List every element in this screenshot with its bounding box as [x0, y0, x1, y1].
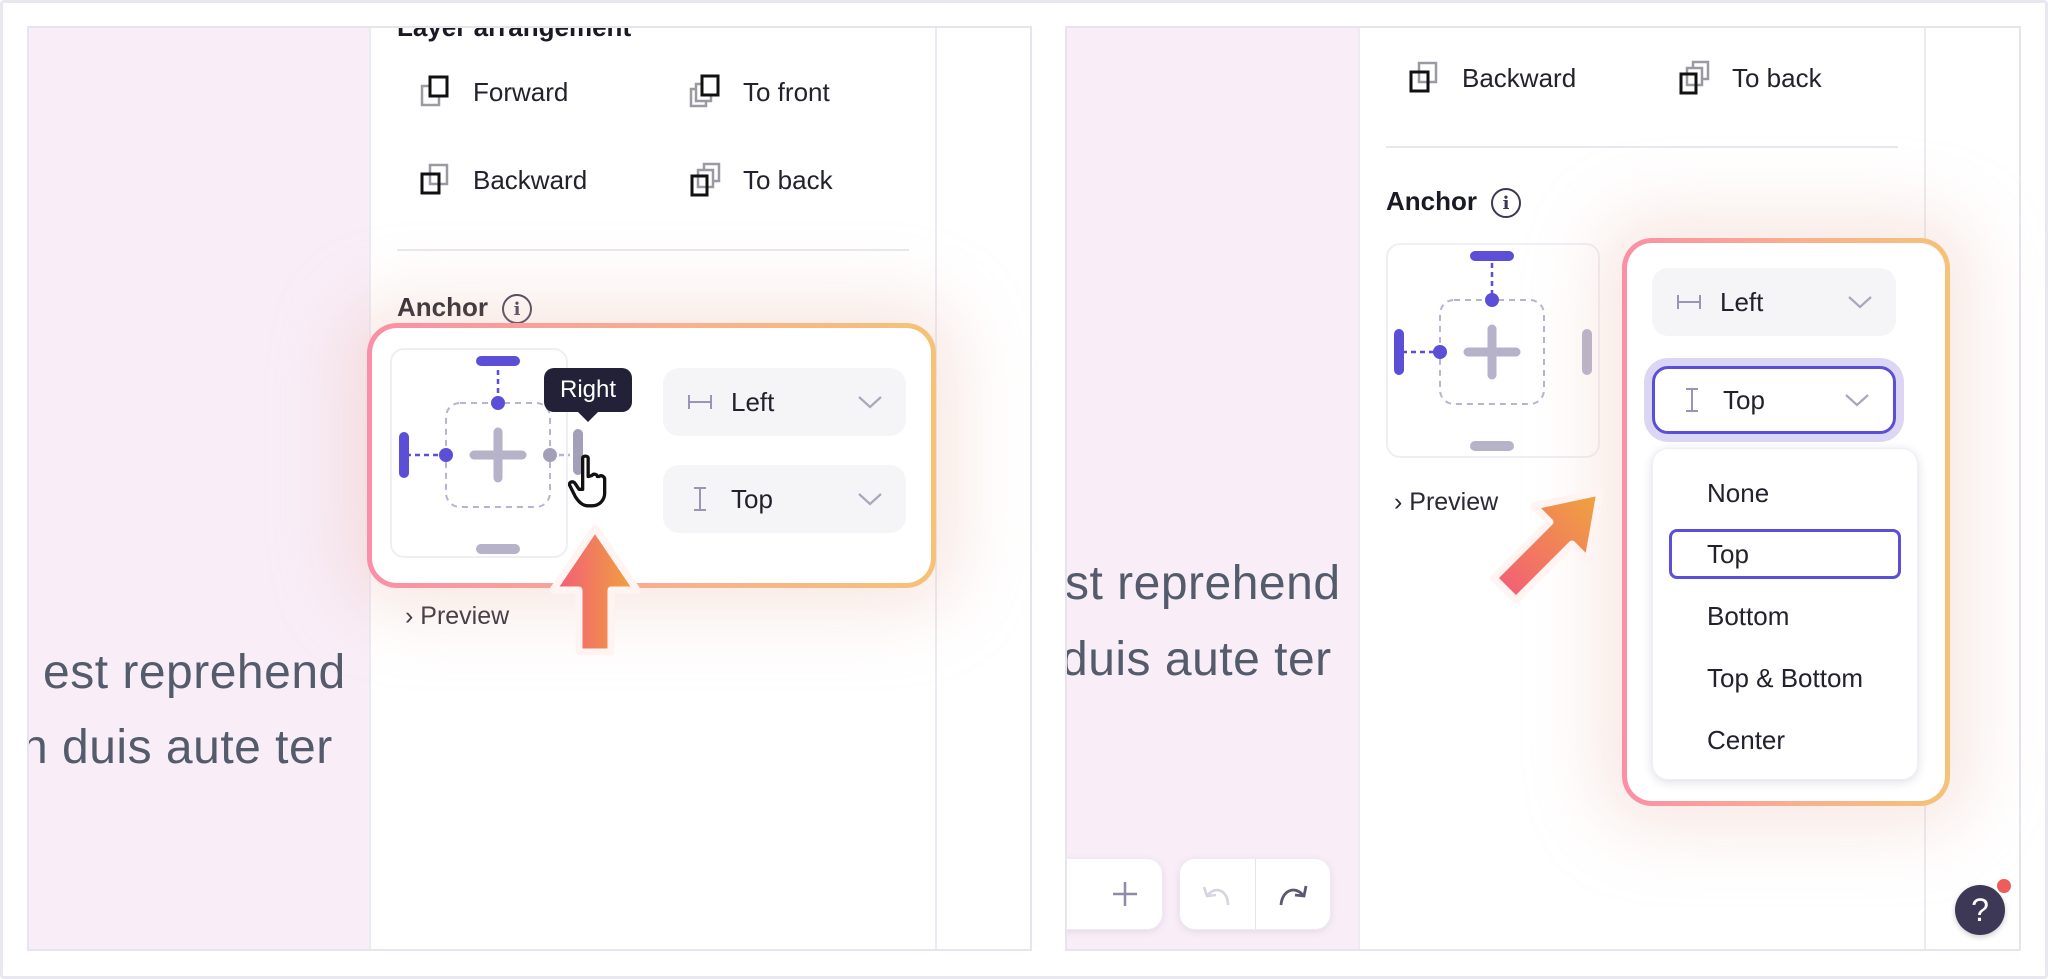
canvas-text-line: st reprehend [1067, 557, 1341, 610]
chevron-right-icon: › [405, 602, 421, 630]
canvas-text-line: n duis aute ter [29, 721, 333, 774]
anchor-handle-left[interactable] [399, 432, 409, 478]
anchor-diagram [1402, 263, 1545, 405]
horizontal-anchor-select[interactable]: Left [1652, 268, 1896, 336]
dropdown-option-bottom[interactable]: Bottom [1707, 600, 1790, 631]
hand-cursor-icon [568, 454, 607, 508]
tooltip: Right [544, 368, 633, 422]
anchor-handle-right[interactable] [1582, 329, 1592, 375]
highlight-callout: Right Left Top [367, 323, 936, 588]
to-back-label: To back [743, 164, 833, 195]
zoom-value[interactable]: 5 [1067, 859, 1087, 929]
forward-label: Forward [473, 76, 569, 107]
anchor-handle-right[interactable] [573, 429, 583, 475]
zoom-toolbar: 5 [1067, 858, 1163, 930]
anchor-title-text: Anchor [397, 292, 488, 322]
dropdown-option-none[interactable]: None [1707, 477, 1770, 508]
horizontal-anchor-value: Left [1720, 286, 1764, 317]
vertical-anchor-select[interactable]: Top [1652, 366, 1896, 434]
add-button[interactable] [1087, 859, 1162, 929]
to-front-label: To front [743, 76, 830, 107]
dropdown-option-center[interactable]: Center [1707, 724, 1786, 755]
redo-icon [1279, 885, 1308, 906]
send-backward-icon [1409, 61, 1438, 93]
horizontal-anchor-select[interactable]: Left [663, 368, 906, 436]
help-icon: ? [1971, 891, 1989, 928]
backward-button[interactable]: Backward [1408, 60, 1576, 96]
backward-label: Backward [473, 164, 588, 195]
send-to-back-icon [690, 162, 721, 197]
canvas-text-line: duis aute ter [1067, 633, 1332, 686]
anchor-handle-bottom[interactable] [1470, 441, 1514, 451]
chevron-down-icon [858, 396, 882, 409]
dropdown-option-top[interactable]: Top [1669, 529, 1901, 579]
history-toolbar [1179, 858, 1331, 930]
anchor-handle-left[interactable] [1394, 329, 1404, 375]
chevron-down-icon [1845, 394, 1869, 407]
anchor-handle-top[interactable] [476, 356, 520, 366]
horizontal-anchor-value: Left [731, 386, 775, 417]
backward-label: Backward [1462, 62, 1577, 93]
forward-button[interactable]: Forward [419, 74, 568, 110]
canvas-text-line: est reprehend [43, 646, 346, 699]
anchor-grid [1386, 243, 1600, 458]
vertical-anchor-select[interactable]: Top [663, 465, 906, 533]
undo-button[interactable] [1180, 859, 1255, 929]
horizontal-anchor-icon [688, 395, 712, 409]
bring-forward-icon [420, 75, 449, 107]
info-icon[interactable]: i [1491, 188, 1521, 219]
right-edge-strip [937, 28, 1030, 949]
section-divider [397, 249, 909, 251]
send-backward-icon [420, 163, 449, 195]
send-to-back-icon [1679, 60, 1710, 95]
chevron-down-icon [1848, 296, 1872, 309]
preview-label: Preview [420, 602, 510, 630]
chevron-down-icon [858, 493, 882, 506]
notification-badge [1995, 877, 2013, 895]
info-icon[interactable]: i [502, 294, 532, 325]
chevron-right-icon: › [1394, 488, 1410, 516]
vertical-anchor-icon [694, 487, 706, 511]
to-back-label: To back [1732, 62, 1822, 93]
bring-to-front-icon [689, 74, 720, 108]
toolbar-separator [1254, 859, 1256, 929]
to-back-button[interactable]: To back [1678, 60, 1822, 96]
vertical-anchor-value: Top [731, 483, 773, 514]
anchor-handle-bottom[interactable] [476, 544, 520, 554]
anchor-diagram [406, 370, 586, 508]
vertical-anchor-icon [1686, 388, 1698, 412]
anchor-grid [390, 348, 586, 558]
anchor-handle-top[interactable] [1470, 251, 1514, 261]
preview-toggle[interactable]: › Preview [405, 602, 509, 631]
highlight-callout: Left Top None Top Bottom Top & Bottom Ce… [1622, 238, 1950, 806]
undo-icon [1203, 886, 1230, 906]
dropdown-option-top-bottom[interactable]: Top & Bottom [1707, 662, 1864, 693]
horizontal-anchor-icon [1677, 295, 1701, 309]
to-front-button[interactable]: To front [689, 74, 830, 110]
canvas-area[interactable]: est reprehend n duis aute ter [29, 28, 369, 949]
redo-button[interactable] [1256, 859, 1331, 929]
layer-arrangement-title: Layer arrangement [397, 26, 632, 42]
canvas-area[interactable]: st reprehend duis aute ter 5 [1067, 28, 1358, 949]
anchor-title-text: Anchor [1386, 186, 1477, 216]
preview-toggle[interactable]: › Preview [1394, 488, 1498, 517]
add-icon [1112, 882, 1137, 906]
backward-button[interactable]: Backward [419, 162, 587, 198]
help-button[interactable]: ? [1955, 877, 2013, 935]
section-divider [1386, 146, 1898, 148]
vertical-anchor-value: Top [1723, 384, 1765, 415]
preview-label: Preview [1409, 488, 1499, 516]
vertical-anchor-dropdown: None Top Bottom Top & Bottom Center [1652, 448, 1918, 780]
to-back-button[interactable]: To back [689, 162, 833, 198]
